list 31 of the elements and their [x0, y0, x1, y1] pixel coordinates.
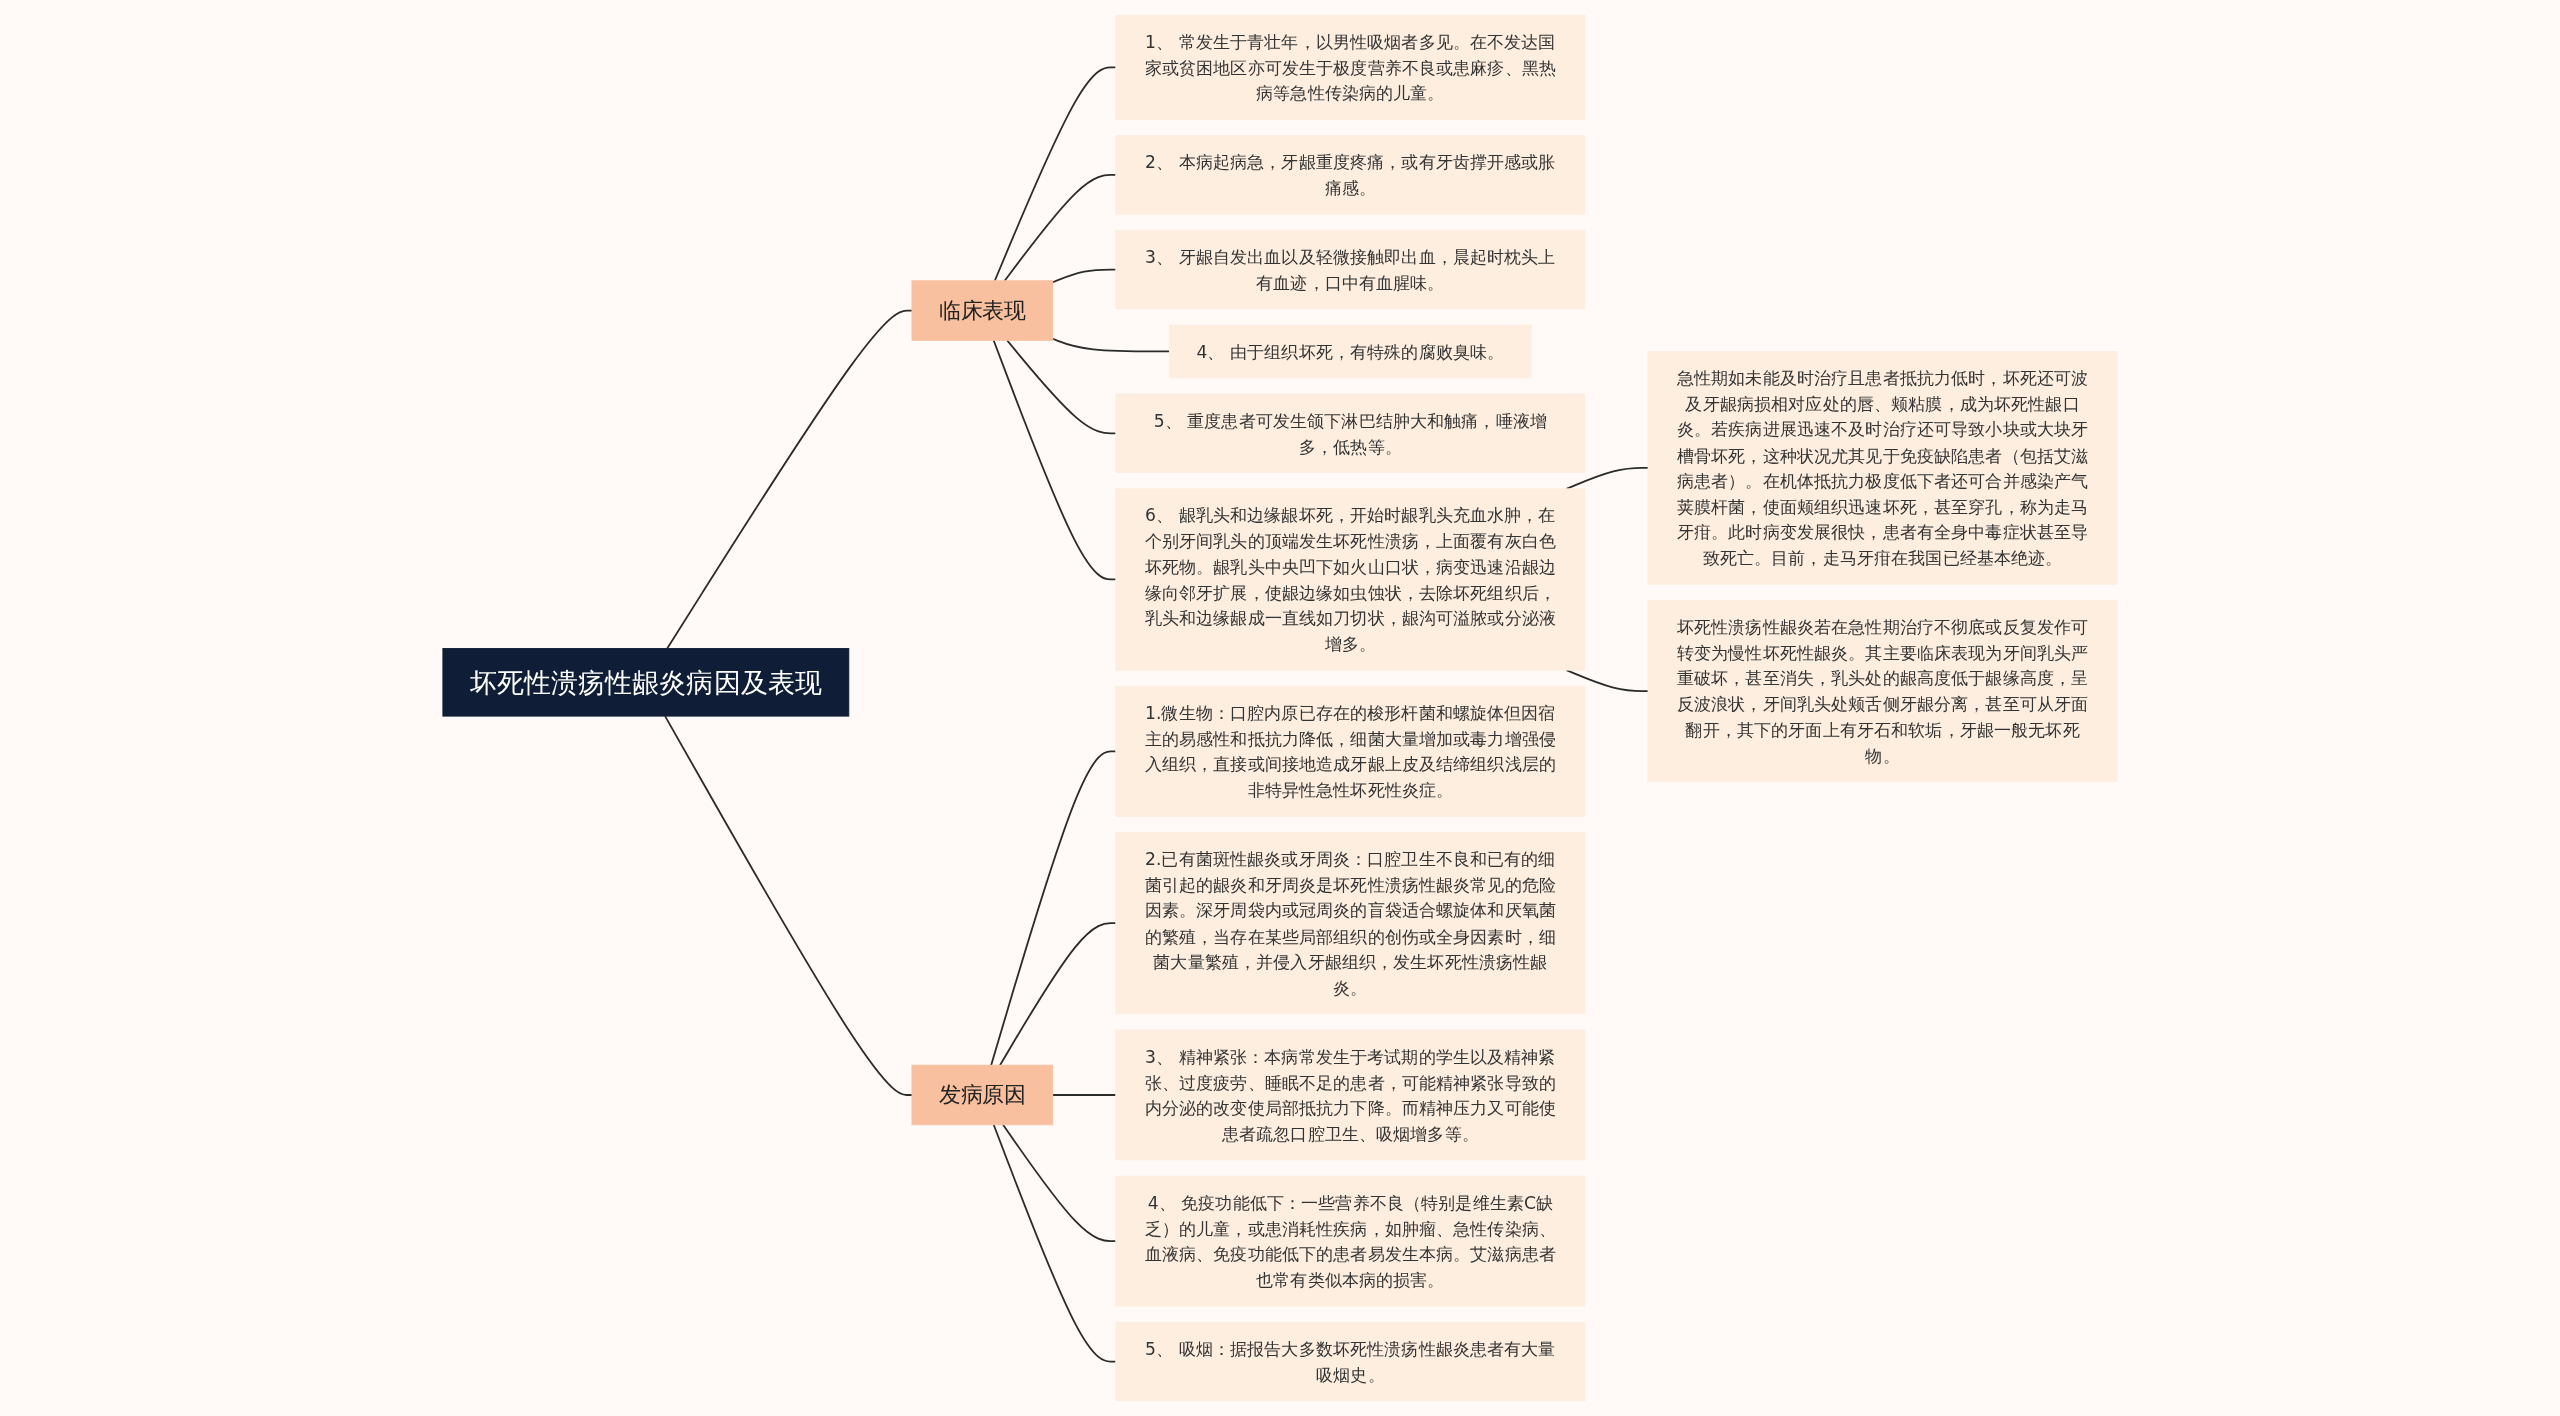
- connector: [1051, 1094, 1117, 1096]
- node-box: 6、 龈乳头和边缘龈坏死，开始时龈乳头充血水肿，在个别牙间乳头的顶端发生坏死性溃疡，上面覆有灰白色坏死物。龈乳头中央凹下如火山口状，病变迅速沿龈边缘向邻牙扩展，使龈边缘如虫蚀状，去除坏死组织后，乳头和边缘龈成一直线如刀切状，龈沟可溢脓或分泌液增多。: [1115, 488, 1586, 671]
- node-box: 1、 常发生于青壮年，以男性吸烟者多见。在不发达国家或贫困地区亦可发生于极度营养不良或患麻疹、黑热病等急性传染病的儿童。: [1115, 14, 1586, 120]
- connector: [664, 715, 913, 1096]
- connector: [1003, 174, 1117, 282]
- connector: [1051, 337, 1171, 353]
- connector: [1006, 339, 1117, 435]
- node-box: 5、 重度患者可发生颌下淋巴结肿大和触痛，唾液增多，低热等。: [1115, 393, 1586, 473]
- connector: [666, 309, 913, 650]
- connector: [1002, 1123, 1117, 1242]
- node-box: 4、 免疫功能低下：一些营养不良（特别是维生素C缺乏）的儿童，或患消耗性疾病，如肿瘤、急性传染病、血液病、免疫功能低下的患者易发生本病。艾滋病患者也常有类似本病的损害。: [1115, 1175, 1586, 1307]
- connector: [1565, 669, 1649, 692]
- connector: [999, 922, 1117, 1067]
- connector: [1565, 466, 1649, 490]
- node-box: 坏死性溃疡性龈炎若在急性期治疗不彻底或反复发作可转变为慢性坏死性龈炎。其主要临床表现为牙间乳头严重破坏，甚至消失，乳头处的龈高度低于龈缘高度，呈反波浪状，牙间乳头处颊舌侧牙龈分离，甚至可从牙面翻开，其下的牙面上有牙石和软垢，牙龈一般无坏死物。: [1647, 599, 2118, 783]
- connector: [993, 66, 1117, 282]
- node-box: 3、 精神紧张：本病常发生于考试期的学生以及精神紧张、过度疲劳、睡眠不足的患者，可能精神紧张导致的内分泌的改变使局部抵抗力下降。而精神压力又可能使患者疏忽口腔卫生、吸烟增多等。: [1115, 1029, 1586, 1161]
- node-box: 1.微生物：口腔内原已存在的梭形杆菌和螺旋体但因宿主的易感性和抵抗力降低，细菌大量增加或毒力增强侵入组织，直接或间接地造成牙龈上皮及结缔组织浅层的非特异性急性坏死性炎症。: [1115, 685, 1586, 817]
- node-box: 5、 吸烟：据报告大多数坏死性溃疡性龈炎患者有大量吸烟史。: [1115, 1321, 1586, 1402]
- node-box: 临床表现: [911, 280, 1054, 341]
- connector: [990, 750, 1117, 1067]
- node-box: 3、 牙龈自发出血以及轻微接触即出血，晨起时枕头上有血迹，口中有血腥味。: [1115, 229, 1586, 310]
- connector: [992, 339, 1117, 581]
- node-box: 发病原因: [911, 1064, 1054, 1126]
- connector: [992, 1123, 1117, 1363]
- node-box: 2.已有菌斑性龈炎或牙周炎：口腔卫生不良和已有的细菌引起的龈炎和牙周炎是坏死性溃疡性龈炎常见的危险因素。深牙周袋内或冠周炎的盲袋适合螺旋体和厌氧菌的繁殖，当存在某些局部组织的创伤或全身因素时，细菌大量繁殖，并侵入牙龈组织，发生坏死性溃疡性龈炎。: [1115, 832, 1586, 1015]
- node-box: 2、 本病起病急，牙龈重度疼痛，或有牙齿撑开感或胀痛感。: [1115, 135, 1586, 215]
- node-box: 急性期如未能及时治疗且患者抵抗力低时，坏死还可波及牙龈病损相对应处的唇、颊粘膜，成为坏死性龈口炎。若疾病进展迅速不及时治疗还可导致小块或大块牙槽骨坏死，这种状况尤其见于免疫缺陷患者（包括艾滋病患者）。在机体抵抗力极度低下者还可合并感染产气荚膜杆菌，使面颊组织迅速坏死，甚至穿孔，称为走马牙疳。此时病变发展很快，患者有全身中毒症状甚至导致死亡。目前，走马牙疳在我国已经基本绝迹。: [1647, 351, 2118, 585]
- node-box: 坏死性溃疡性龈炎病因及表现: [442, 648, 850, 717]
- connector: [1051, 268, 1117, 284]
- node-box: 4、 由于组织坏死，有特殊的腐败臭味。: [1169, 324, 1532, 379]
